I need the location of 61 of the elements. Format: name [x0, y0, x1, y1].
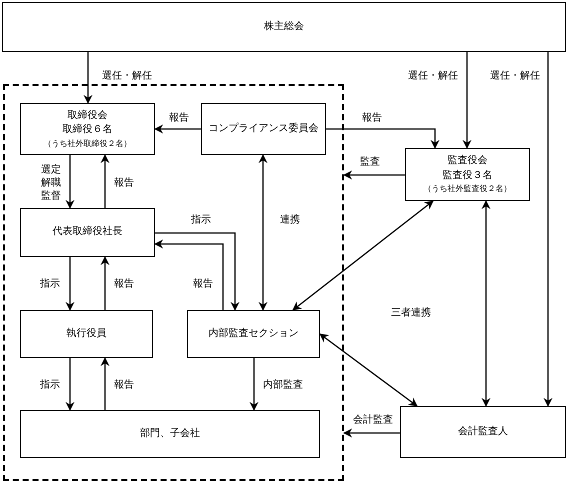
process-box	[2, 2, 566, 52]
arrow	[100, 154, 110, 208]
node-title: 株主総会	[264, 20, 304, 34]
arrow	[155, 232, 240, 311]
edge-label: 報告	[192, 278, 214, 290]
arrow	[462, 52, 472, 149]
edge-label: 内部監査	[262, 378, 304, 392]
node-title: コンプライアンス委員会	[208, 122, 318, 136]
edge-label: 指示	[39, 378, 61, 392]
arrow	[482, 200, 490, 407]
edge-label: 報告	[113, 278, 135, 290]
arrow	[544, 52, 552, 407]
process-box	[20, 410, 320, 458]
dashed-boundary	[3, 84, 344, 481]
node-title: 監査役会	[448, 154, 488, 168]
process-box	[201, 103, 326, 155]
edge-label: 選任・解任	[407, 70, 459, 82]
arrow	[250, 358, 258, 411]
edge-label: 報告	[361, 112, 383, 124]
edge-label: 指示	[39, 278, 61, 290]
process-box	[400, 406, 566, 458]
node-title: 内部監査セクション	[208, 326, 298, 341]
edge-label: 指示	[190, 214, 212, 226]
edge-label: 報告	[113, 378, 135, 392]
arrow	[154, 240, 224, 310]
arrow	[66, 257, 74, 311]
arrow	[343, 428, 400, 438]
arrow	[343, 170, 405, 180]
edge-label: 会計監査	[352, 414, 394, 426]
edge-label: 報告	[168, 112, 190, 124]
arrow	[319, 333, 418, 407]
arrow	[292, 200, 434, 311]
arrow	[66, 155, 74, 209]
node-text: （うち社外取締役２名）	[44, 138, 132, 150]
note-label: 三者連携	[390, 306, 432, 320]
node-title: 代表取締役社長	[52, 225, 122, 240]
arrow	[84, 52, 92, 104]
process-box	[20, 310, 153, 358]
arrow	[326, 128, 440, 149]
node-title: 取締役会	[68, 108, 108, 123]
node-text: 監査役３名	[442, 168, 492, 183]
arrow	[100, 256, 110, 310]
node-text: 取締役６名	[62, 123, 112, 138]
node-title: 執行役員	[66, 326, 106, 341]
arrow	[100, 357, 110, 410]
edge-label: 監査	[359, 156, 381, 168]
edge-label: 報告	[113, 176, 135, 190]
process-box	[20, 103, 155, 155]
node-text: （うち社外監査役２名）	[424, 183, 512, 195]
arrow	[258, 154, 268, 311]
node-title: 部門、子会社	[140, 426, 200, 441]
process-box	[187, 310, 320, 358]
arrow	[154, 124, 201, 134]
process-box	[405, 148, 530, 201]
node-title: 会計監査人	[458, 424, 508, 439]
edge-label: 選定解職監督	[39, 164, 63, 202]
arrow	[66, 358, 74, 411]
process-box	[20, 208, 155, 257]
edge-label: 選任・解任	[489, 70, 541, 82]
edge-label: 選任・解任	[101, 70, 153, 82]
edge-label: 連携	[279, 214, 301, 226]
